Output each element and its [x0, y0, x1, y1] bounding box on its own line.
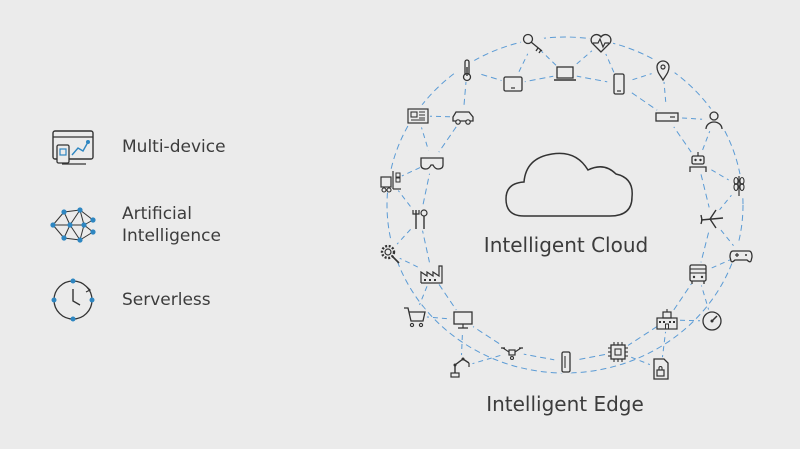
- spoke-lines: [388, 42, 742, 370]
- news-icon: [406, 104, 430, 128]
- factory-icon: [420, 262, 444, 286]
- airplane-icon: [700, 207, 724, 231]
- legend-item-serverless: Serverless: [48, 275, 211, 325]
- thermometer-icon: [455, 58, 479, 82]
- serverless-clock-icon: [48, 275, 98, 325]
- multi-device-icon: [48, 122, 98, 172]
- outer-ring-path: [386, 36, 744, 374]
- spoke-line: [711, 185, 740, 220]
- forklift-icon: [379, 169, 403, 193]
- legend-item-multi-device: Multi-device: [48, 122, 226, 172]
- cloud-label: Intelligent Cloud: [484, 233, 648, 257]
- secure-document-icon: [649, 357, 673, 381]
- monitor-icon: [451, 308, 475, 332]
- router-icon: [655, 105, 679, 129]
- legend: Multi-device Artificial Intell: [0, 0, 300, 449]
- smartphone-side-icon: [554, 350, 578, 374]
- person-icon: [702, 108, 726, 132]
- icons-layer: [377, 31, 753, 381]
- key-icon: [521, 31, 545, 55]
- robotic-arm-icon: [449, 355, 473, 379]
- cloud-icon: [505, 152, 633, 217]
- microchip-icon: [606, 340, 630, 364]
- car-icon: [451, 105, 475, 129]
- speedometer-icon: [700, 309, 724, 333]
- robot-icon: [686, 150, 710, 174]
- wheat-icon: [727, 174, 751, 198]
- bus-icon: [686, 262, 710, 286]
- legend-label: Serverless: [122, 290, 211, 310]
- phone-icon: [607, 72, 631, 96]
- legend-item-ai: Artificial Intelligence: [48, 200, 221, 250]
- outer-ring-lines: [386, 36, 744, 374]
- heart-rate-icon: [589, 31, 613, 55]
- tablet-icon: [501, 72, 525, 96]
- gamepad-icon: [729, 243, 753, 267]
- drone-icon: [500, 340, 524, 364]
- tools-icon: [408, 207, 432, 231]
- edge-label: Intelligent Edge: [486, 392, 644, 416]
- vr-headset-icon: [420, 150, 444, 174]
- gear-icon: [377, 241, 401, 265]
- legend-label: Multi-device: [122, 137, 226, 157]
- ai-network-icon: [48, 200, 98, 250]
- laptop-icon: [553, 62, 577, 86]
- shopping-cart-icon: [403, 304, 427, 328]
- building-icon: [655, 308, 679, 332]
- legend-label: Artificial Intelligence: [122, 204, 221, 246]
- map-pin-icon: [651, 58, 675, 82]
